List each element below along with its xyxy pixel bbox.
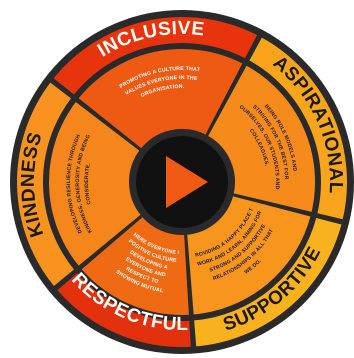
inclusive-inner-segment <box>75 47 246 151</box>
supportive-inner-segment <box>185 193 313 317</box>
outer-ring <box>15 15 349 349</box>
inclusive-outer-segment <box>50 15 260 98</box>
aspirational-inner-segment <box>205 62 317 215</box>
play-button[interactable] <box>136 136 228 228</box>
supportive-outer-segment <box>191 215 344 349</box>
kindness-description-line: CONSIDERATE. <box>84 162 93 205</box>
inner-ring <box>47 47 317 317</box>
respectful-outer-segment <box>54 270 193 349</box>
kindness-outer-segment <box>15 79 77 289</box>
kindness-inner-segment <box>47 99 144 269</box>
respectful-inner-segment <box>78 214 192 317</box>
play-icon[interactable] <box>166 156 208 208</box>
aspirational-outer-segment <box>246 34 349 222</box>
